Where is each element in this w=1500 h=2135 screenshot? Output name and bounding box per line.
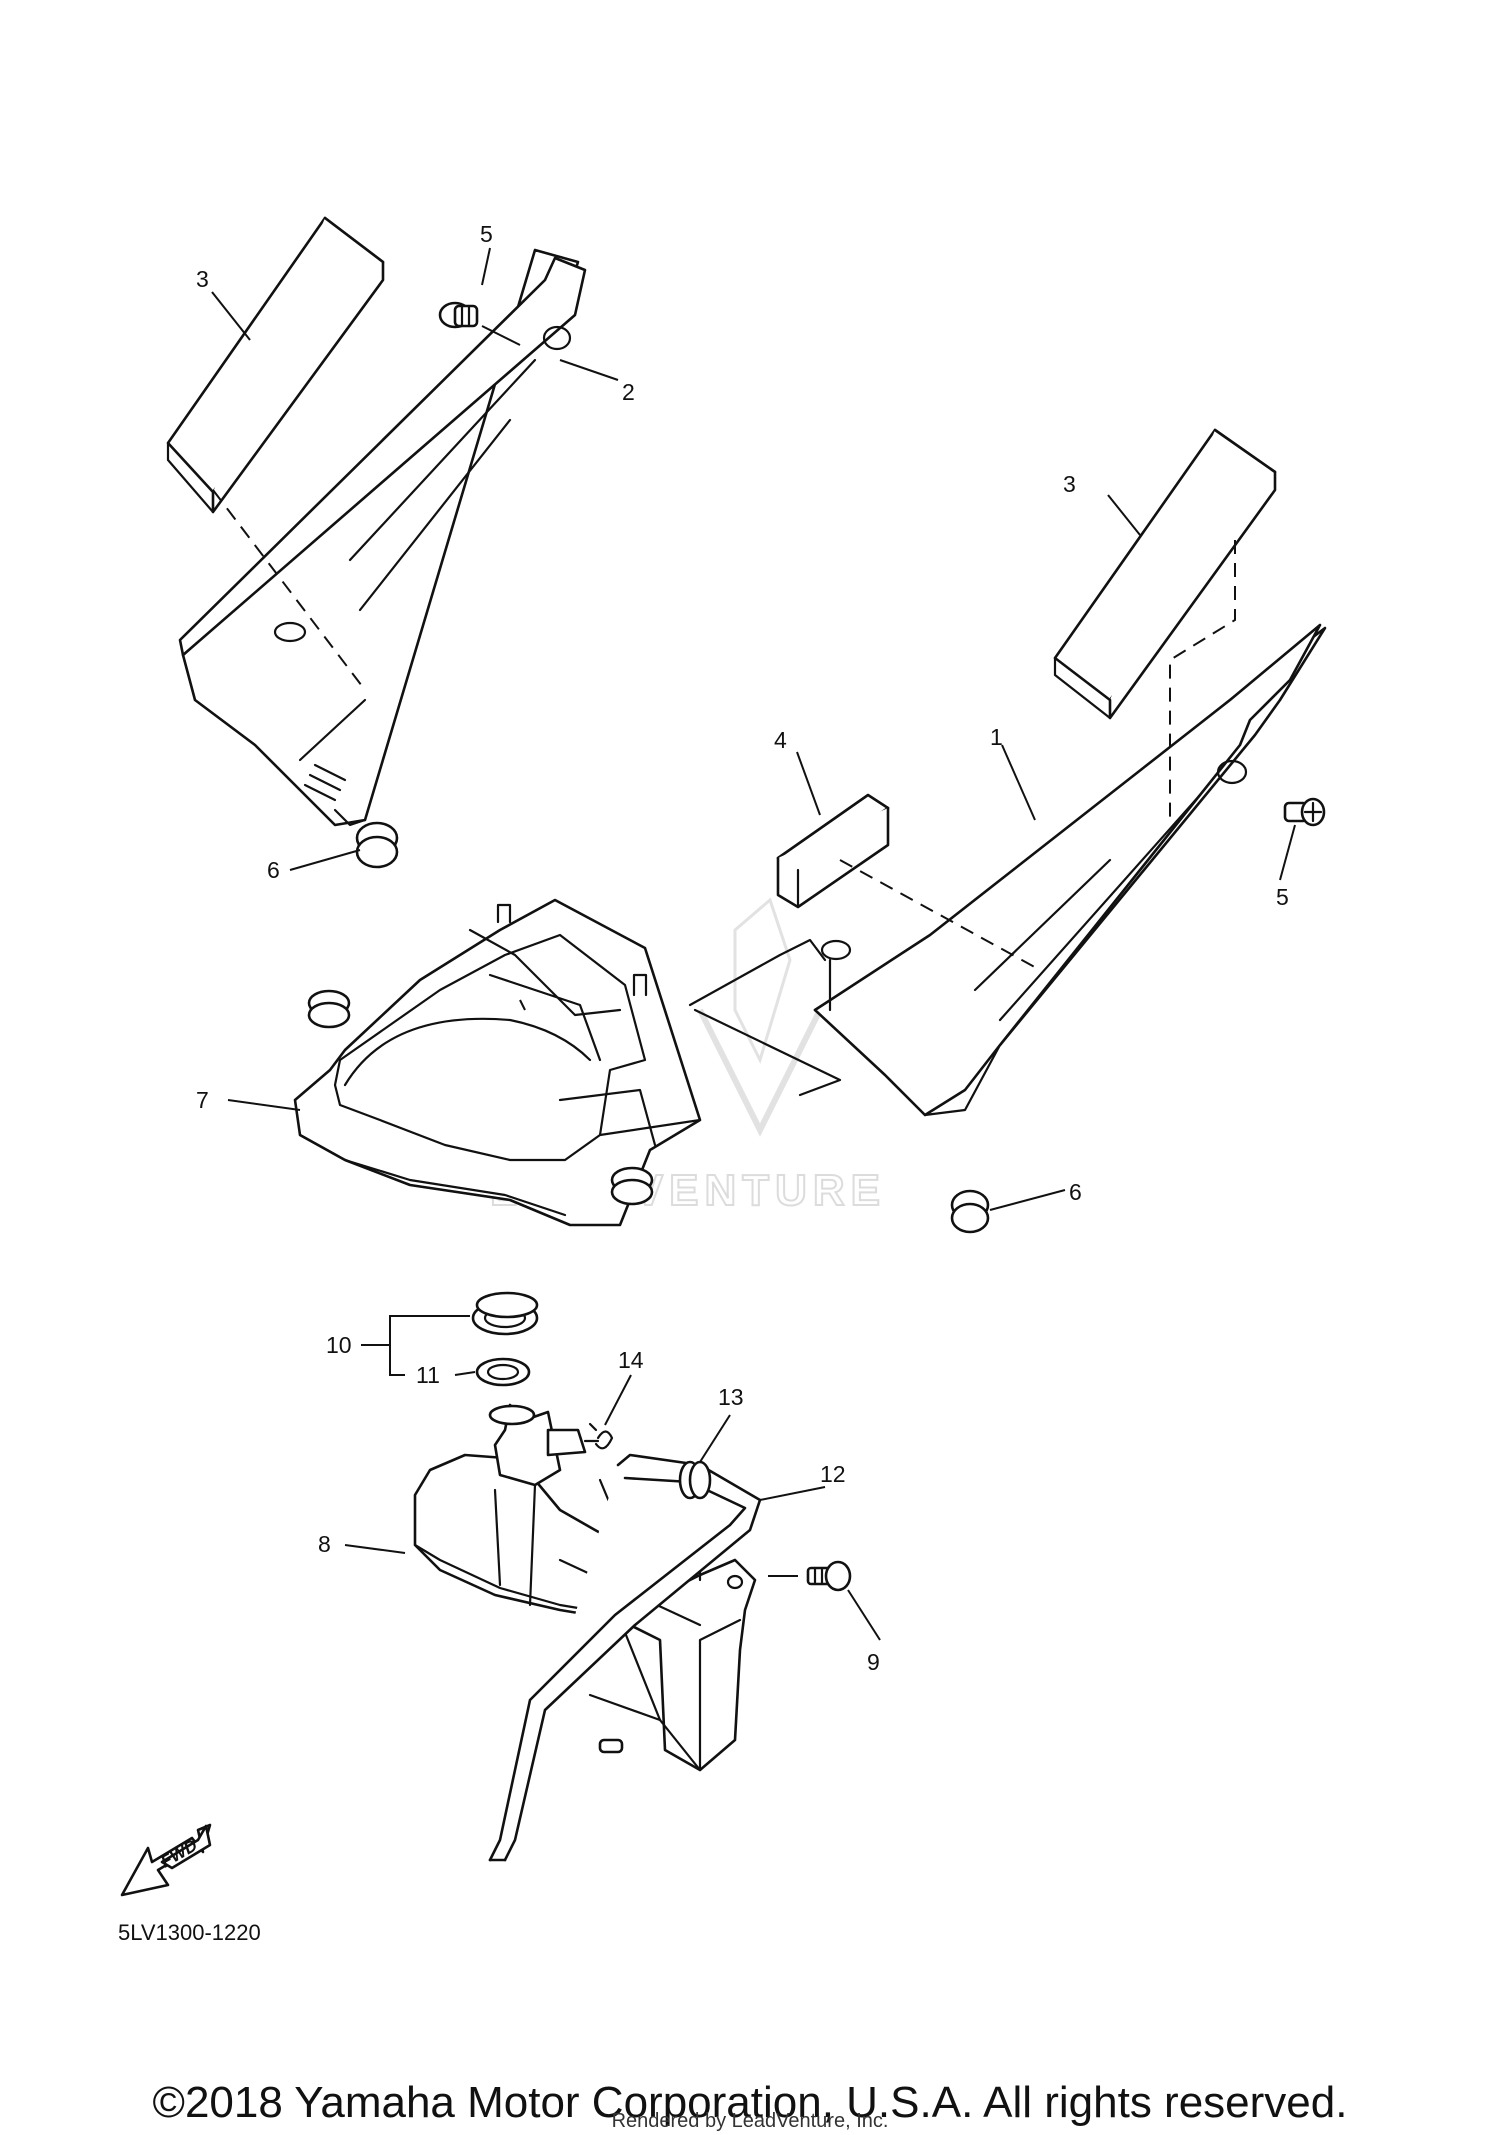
- callout-3-left[interactable]: 3: [196, 266, 209, 292]
- part-13-clamp: [678, 1460, 712, 1500]
- part-3-left-pad: [166, 216, 385, 514]
- copyright-text: ©2018 Yamaha Motor Corporation, U.S.A. A…: [152, 2078, 1348, 2127]
- rendered-by-text: Rendered by LeadVenture, Inc.: [611, 2110, 889, 2132]
- part-10-cap: [471, 1291, 539, 1336]
- part-9-bolt: [806, 1560, 852, 1592]
- callout-7[interactable]: 7: [196, 1087, 209, 1113]
- part-6-right-grommet: [950, 1189, 990, 1234]
- part-2-left-side-cover: [178, 248, 587, 827]
- callout-14[interactable]: 14: [618, 1347, 644, 1373]
- assembly-lines: [212, 489, 1236, 1097]
- part-14-clip: [588, 1422, 614, 1450]
- part-1-right-side-cover: [813, 623, 1327, 1117]
- callout-6-left[interactable]: 6: [267, 857, 280, 883]
- callouts: 1 2 3 3 4 5 5 6 6 7 8 9 10 11 12 13 14: [196, 221, 1289, 1675]
- callout-2[interactable]: 2: [622, 379, 635, 405]
- part-6-left-grommet: [355, 821, 399, 869]
- fwd-arrow-icon: FWD: [120, 1823, 212, 1897]
- callout-11[interactable]: 11: [416, 1362, 440, 1388]
- leader-lines: [211, 247, 1296, 1641]
- callout-13[interactable]: 13: [718, 1384, 744, 1410]
- part-5-left-bolt: [438, 301, 479, 329]
- fwd-label: FWD: [158, 1836, 201, 1872]
- callout-6-right[interactable]: 6: [1069, 1179, 1082, 1205]
- part-11-seal: [475, 1357, 531, 1387]
- callout-1[interactable]: 1: [990, 724, 1003, 750]
- callout-10[interactable]: 10: [326, 1332, 352, 1358]
- diagram-code: 5LV1300-1220: [118, 1920, 261, 1945]
- part-7-tray: [293, 898, 702, 1227]
- callout-4[interactable]: 4: [774, 727, 787, 753]
- part-4-small-pad: [776, 793, 890, 909]
- callout-3-right[interactable]: 3: [1063, 471, 1076, 497]
- callout-5-left[interactable]: 5: [480, 221, 493, 247]
- callout-9[interactable]: 9: [867, 1649, 880, 1675]
- callout-12[interactable]: 12: [820, 1461, 846, 1487]
- callout-5-right[interactable]: 5: [1276, 884, 1289, 910]
- part-5-right-bolt: [1283, 797, 1326, 827]
- callout-8[interactable]: 8: [318, 1531, 331, 1557]
- part-3-right-pad: [1053, 428, 1277, 720]
